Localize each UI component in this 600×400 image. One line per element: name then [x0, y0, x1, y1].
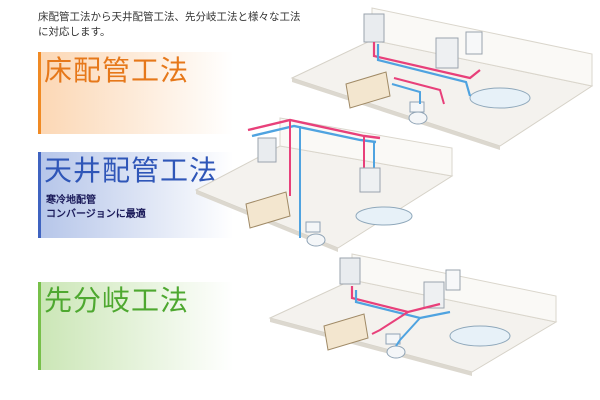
branch-accent-bar [38, 282, 41, 370]
floor-accent-bar [38, 52, 41, 134]
intro-line-1: 床配管工法から天井配管工法、先分岐工法と様々な工法 [38, 11, 301, 23]
water-heater-1 [363, 13, 385, 43]
branch-piping-title: 先分岐工法 [44, 284, 190, 317]
cold-pipe-1 [376, 44, 472, 97]
floor-piping-title: 床配管工法 [44, 54, 190, 87]
water-heater-3 [339, 257, 361, 285]
floor-3-edge [270, 318, 472, 376]
kitchen-counter-1 [345, 71, 391, 109]
hot-pipe-3 [350, 286, 441, 314]
floor-1-edge [292, 78, 500, 150]
vanity-2 [359, 167, 381, 193]
floor-piping-band: 床配管工法 [38, 52, 268, 134]
kitchen-counter-2 [245, 191, 291, 229]
ceiling-piping-scene [194, 117, 454, 252]
mirror-1 [465, 31, 483, 55]
cold-branch-3 [395, 317, 421, 347]
water-heater-2 [257, 137, 277, 163]
vanity-3 [423, 281, 445, 309]
toilet-3 [386, 345, 406, 359]
ceiling-piping-title: 天井配管工法 [44, 154, 219, 187]
toilet-tank-2 [305, 221, 321, 233]
bathtub-2 [355, 206, 413, 226]
toilet-2 [306, 233, 326, 247]
ceiling-sub-line-1: 寒冷地配管 [46, 195, 96, 206]
cold-pipe-ceiling [251, 124, 377, 144]
bathtub-1 [469, 87, 531, 109]
intro-line-2: に対応します。 [38, 26, 111, 38]
cold-pipe-1b [391, 83, 421, 104]
mirror-3 [445, 269, 461, 291]
floor-piping-scene [290, 7, 594, 150]
ceiling-sub-line-2: コンバージョンに最適 [46, 209, 146, 220]
ceiling-piping-subtitle: 寒冷地配管 コンバージョンに最適 [46, 194, 146, 222]
cold-pipe-3 [354, 290, 451, 320]
toilet-1 [408, 111, 428, 125]
hot-branch-3 [371, 311, 409, 335]
branch-piping-scene [268, 253, 558, 376]
intro-text: 床配管工法から天井配管工法、先分岐工法と様々な工法 に対応します。 [38, 10, 338, 40]
hot-pipe-1 [372, 42, 481, 80]
vanity-1 [435, 37, 459, 69]
toilet-tank-1 [409, 101, 425, 113]
hot-pipe-ceiling [247, 118, 381, 140]
kitchen-counter-3 [323, 313, 369, 351]
bathtub-3 [449, 325, 511, 347]
branch-piping-band: 先分岐工法 [38, 282, 268, 370]
hot-pipe-1b [393, 77, 445, 105]
ceiling-accent-bar [38, 152, 41, 238]
